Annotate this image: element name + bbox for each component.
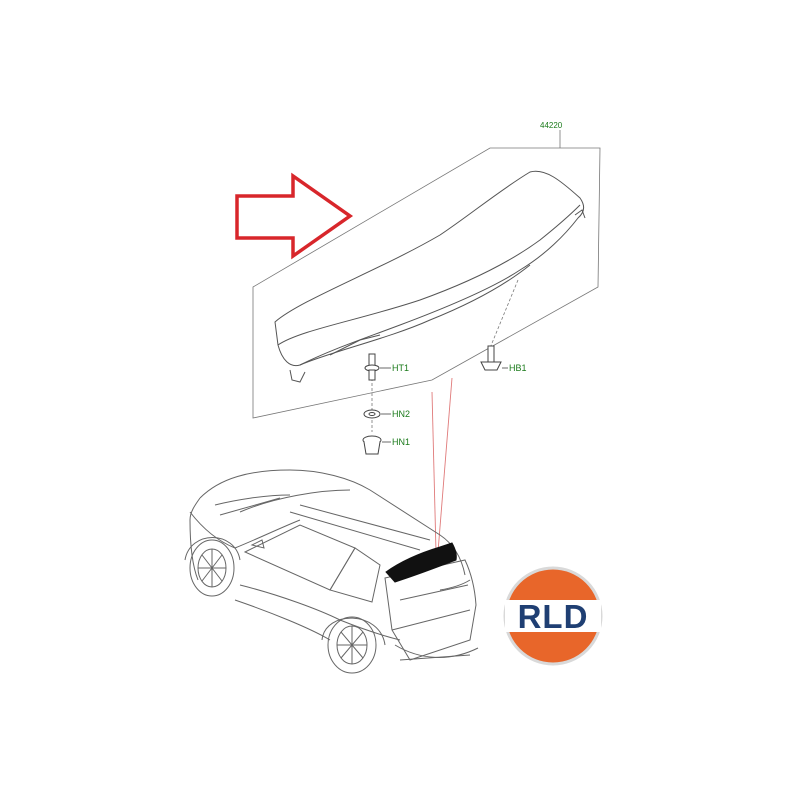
part-number-label: 44220: [540, 121, 563, 130]
callout-ht1: HT1: [392, 363, 409, 373]
callout-hn1: HN1: [392, 437, 410, 447]
callout-hn2: HN2: [392, 409, 410, 419]
arrow-right-outline-icon: [235, 172, 354, 260]
bolt-icon: [364, 353, 380, 381]
nut-icon: [363, 409, 381, 419]
logo-text: RLD: [518, 598, 589, 635]
clip-icon: [362, 435, 382, 455]
assembly-guide-lines: [371, 279, 519, 432]
rld-logo: RLD: [503, 566, 603, 666]
rear-spoiler-drawing: [274, 170, 586, 383]
bolt-icon: [480, 345, 502, 371]
assembly-frame: [252, 130, 601, 419]
location-guide-lines: [431, 377, 453, 553]
vehicle-drawing: [184, 469, 479, 674]
callout-hb1: HB1: [509, 363, 527, 373]
spoiler-location-highlight: [385, 542, 457, 583]
